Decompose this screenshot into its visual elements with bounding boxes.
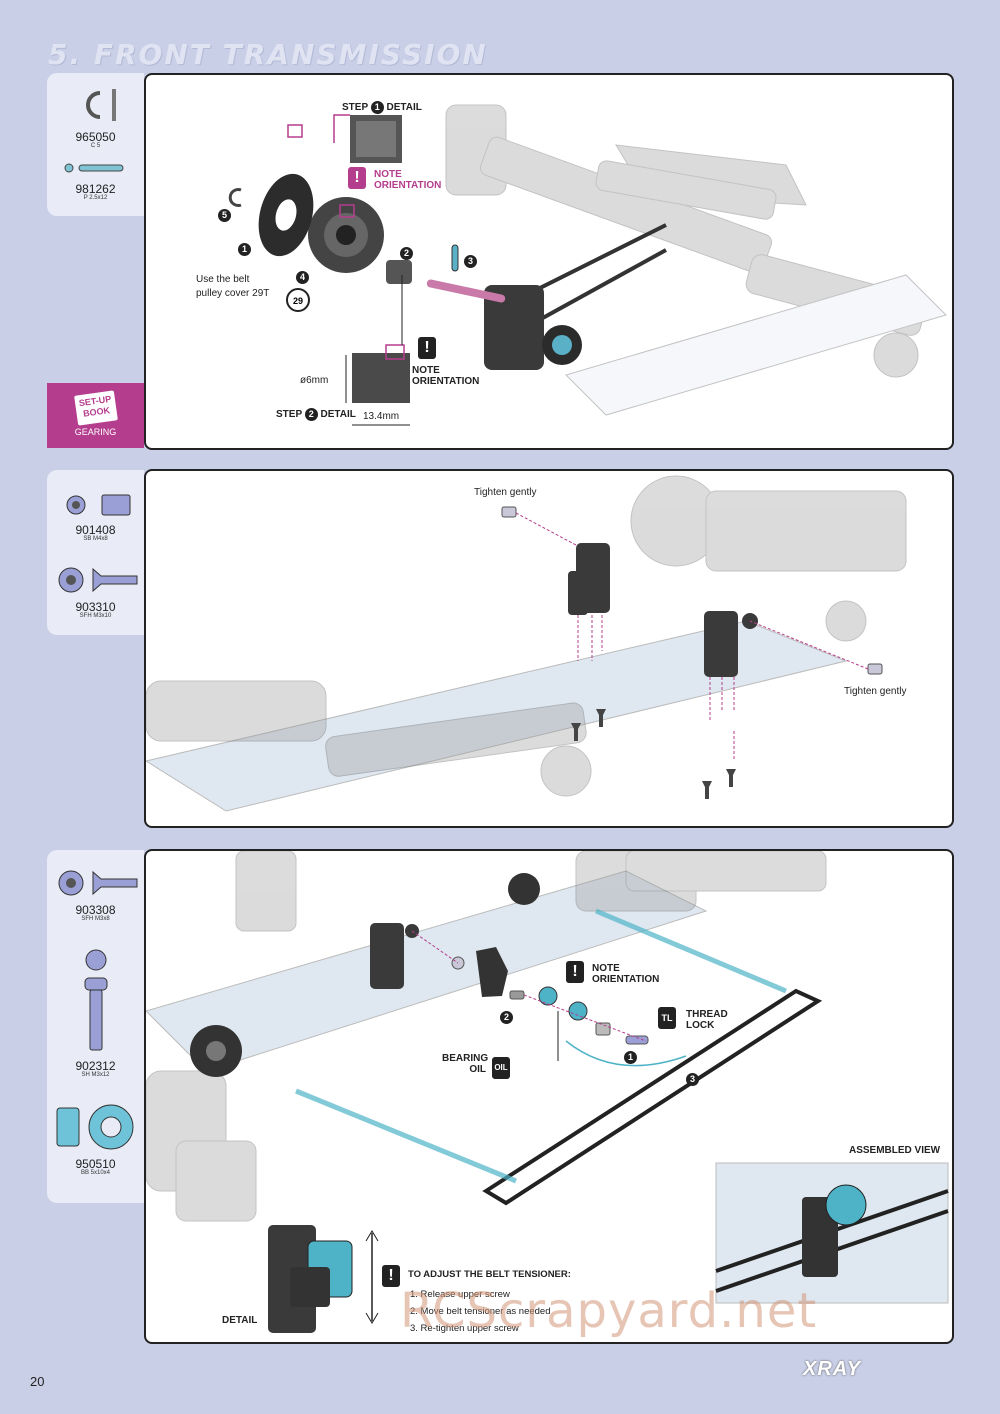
thread-lock-icon: TL — [658, 1007, 676, 1029]
num-marker-3: 3 — [464, 251, 477, 269]
adjust-title: TO ADJUST THE BELT TENSIONER: — [408, 1269, 571, 1280]
num-1: 1 — [370, 101, 384, 114]
num-2: 2 — [304, 408, 318, 421]
button-screw-icon — [66, 494, 130, 516]
flat-head-screw-icon — [58, 870, 137, 896]
part-981262: 981262 P 2.5x12 — [47, 159, 144, 201]
pin-icon — [64, 163, 123, 173]
adjust-excl-icon: ! — [382, 1265, 400, 1287]
detail-label: DETAIL — [222, 1315, 258, 1326]
note-excl-icon: ! — [566, 961, 584, 983]
part-902312: 902312 SH M3x12 — [47, 948, 144, 1078]
flat-head-screw-icon — [58, 567, 137, 593]
bulkhead-mount-illustration — [146, 475, 907, 812]
part-903310: 903310 SFH M3x10 — [47, 565, 144, 619]
note1-label: NOTE ORIENTATION — [374, 169, 442, 191]
oil-icon: OIL — [492, 1057, 510, 1079]
part-965050: 965050 C 5 — [47, 85, 144, 149]
bearing-oil-label: BEARING OIL — [442, 1053, 489, 1075]
num-marker-2: 2 — [500, 1007, 513, 1025]
adjust-step-2: 2. Move belt tensioner as needed — [410, 1306, 551, 1317]
belt-note: Use the belt pulley cover 29T — [196, 274, 270, 299]
part-950510: 950510 BB 5x10x4 — [47, 1102, 144, 1176]
note2-label: NOTE ORIENTATION — [412, 365, 480, 387]
note2-excl-icon: ! — [418, 337, 436, 359]
length-label: 13.4mm — [363, 411, 400, 422]
thread-lock-label: THREAD LOCK — [686, 1009, 728, 1031]
parts-list-3: 903308 SFH M3x8 902312 SH M3x12 950510 B… — [47, 850, 144, 1203]
socket-head-screw-icon — [84, 949, 107, 1051]
watermark: RCScrapyard.net — [400, 1283, 818, 1339]
tighten-gently-label-1: Tighten gently — [474, 487, 537, 498]
note1-excl-icon: ! — [348, 167, 366, 189]
num-marker-4: 4 — [296, 267, 309, 285]
setup-book-badge: SET-UP BOOK GEARING — [47, 383, 144, 448]
parts-list-2: 901408 SB M4x8 903310 SFH M3x10 — [47, 470, 144, 635]
page-title: 5. FRONT TRANSMISSION — [48, 38, 488, 71]
pulley-badge-text: 29 — [293, 296, 303, 306]
num-marker-2: 2 — [400, 243, 413, 261]
assembled-view-label: ASSEMBLED VIEW — [849, 1145, 941, 1156]
num-marker-3: 3 — [686, 1069, 699, 1087]
step1-detail-label: STEP 1 DETAIL — [342, 101, 422, 114]
panel-step-1: 29 STEP 1 DETAIL ! NOTE ORIENTATION Use … — [144, 73, 954, 450]
part-901408: 901408 SB M4x8 — [47, 492, 144, 542]
panel-step-2: Tighten gently Tighten gently — [144, 469, 954, 828]
page-number: 20 — [30, 1374, 45, 1389]
belt-tensioner-illustration — [146, 851, 949, 1333]
xray-logo: XRAY — [803, 1358, 862, 1380]
num-marker-5: 5 — [218, 205, 231, 223]
front-transmission-illustration: 29 — [228, 104, 947, 426]
parts-list-1: 965050 C 5 981262 P 2.5x12 — [47, 73, 144, 216]
e-clip-icon — [85, 89, 116, 121]
diameter-label: ø6mm — [300, 375, 329, 386]
num-marker-1: 1 — [238, 239, 251, 257]
note-orientation-label: NOTE ORIENTATION — [592, 963, 660, 985]
ball-bearing-icon — [56, 1104, 133, 1150]
tighten-gently-label-2: Tighten gently — [844, 686, 907, 697]
num-marker-1: 1 — [624, 1047, 637, 1065]
adjust-step-3: 3. Re-tighten upper screw — [410, 1323, 519, 1334]
part-903308: 903308 SFH M3x8 — [47, 868, 144, 922]
step2-detail-label: STEP 2 DETAIL — [276, 408, 356, 421]
adjust-step-1: 1. Release upper screw — [410, 1289, 510, 1300]
panel-step-3: ! NOTE ORIENTATION TL THREAD LOCK BEARIN… — [144, 849, 954, 1344]
